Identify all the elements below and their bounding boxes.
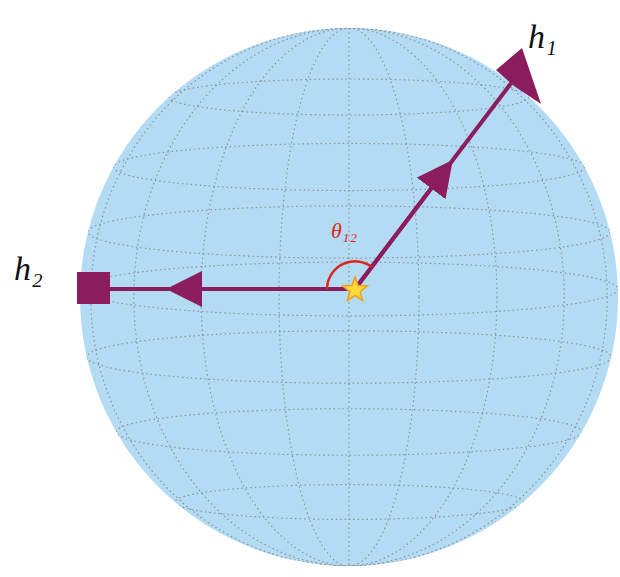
vector-line [355, 82, 512, 289]
h1-marker [496, 48, 541, 104]
vector-arrowhead [355, 174, 442, 289]
vector-line [110, 287, 355, 291]
source-star [343, 277, 368, 301]
meridian-line [279, 28, 419, 566]
vector-label: h₁ [528, 20, 557, 54]
vector-label: h₂ [14, 252, 43, 286]
h2-marker [77, 272, 110, 304]
angle-arc [327, 261, 372, 289]
meridian-line [91, 28, 607, 566]
grid-lines [80, 28, 618, 566]
sphere [80, 28, 618, 566]
angle-label: θ₁₂ [331, 220, 357, 242]
vector-arrowhead [184, 287, 355, 291]
meridian-line [201, 28, 497, 566]
meridian-line [134, 28, 564, 566]
